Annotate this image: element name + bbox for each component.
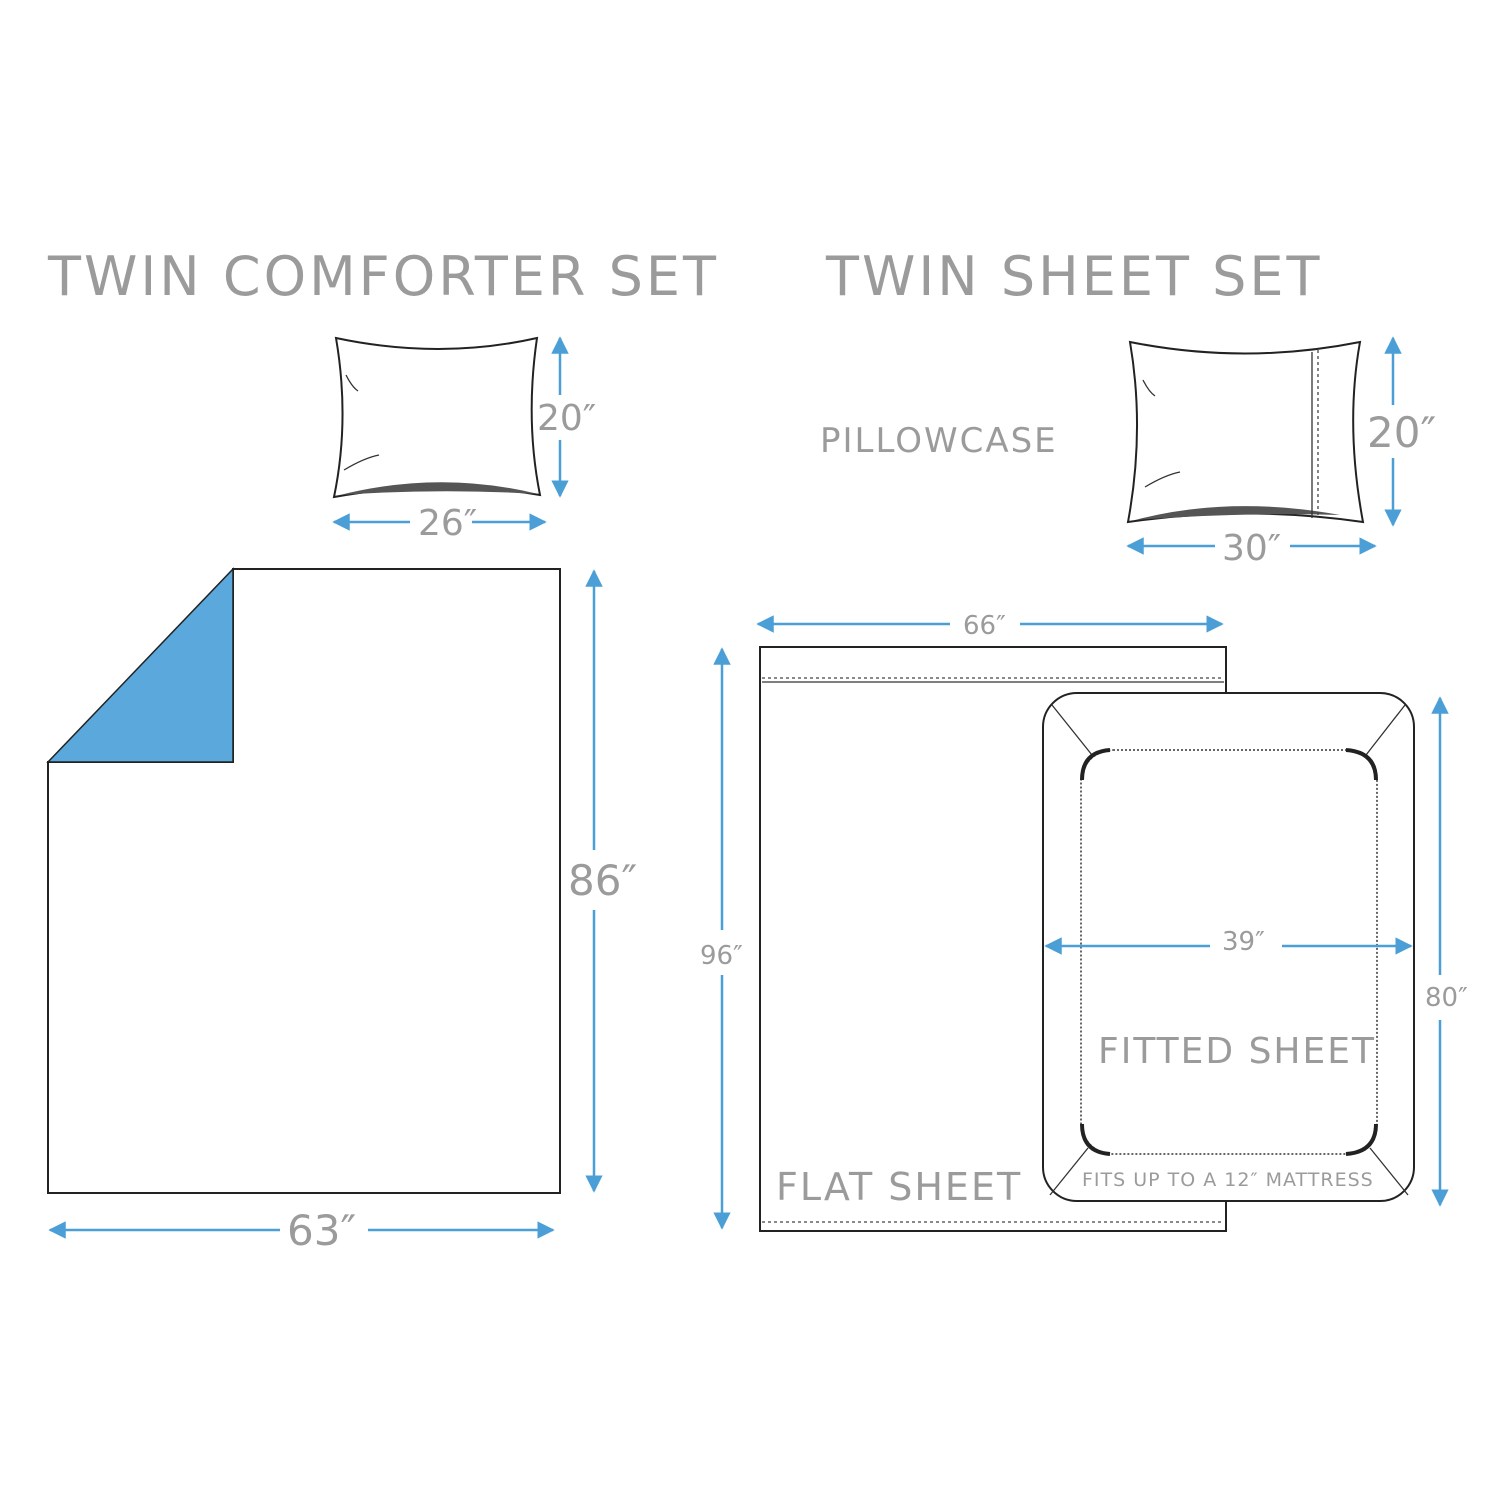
sham-width-label: 26″ <box>418 503 477 544</box>
fitted-sheet-label: FITTED SHEET <box>1098 1031 1376 1072</box>
pillowcase-label: PILLOWCASE <box>820 421 1058 461</box>
fitted-sheet-note: FITS UP TO A 12″ MATTRESS <box>1082 1169 1374 1191</box>
sham-height-label: 20″ <box>537 398 596 439</box>
pillowcase <box>1126 340 1365 524</box>
comforter-set-title: TWIN COMFORTER SET <box>47 245 719 308</box>
comforter-width-label: 63″ <box>287 1206 356 1255</box>
flat-sheet-height-label: 96″ <box>700 941 743 971</box>
pillowcase-height-label: 20″ <box>1367 408 1436 457</box>
flat-sheet-width-label: 66″ <box>963 611 1006 641</box>
flat-sheet-label: FLAT SHEET <box>776 1165 1022 1209</box>
fitted-sheet-height-label: 80″ <box>1425 983 1468 1013</box>
sheet-set-title: TWIN SHEET SET <box>825 245 1323 308</box>
comforter-height-label: 86″ <box>568 856 637 905</box>
comforter-fold-corner <box>46 567 234 763</box>
pillowcase-width-label: 30″ <box>1222 528 1281 569</box>
fitted-sheet-width-label: 39″ <box>1222 927 1265 957</box>
pillow-sham <box>332 336 542 499</box>
fitted-sheet <box>1042 692 1415 1202</box>
comforter <box>46 567 561 1194</box>
